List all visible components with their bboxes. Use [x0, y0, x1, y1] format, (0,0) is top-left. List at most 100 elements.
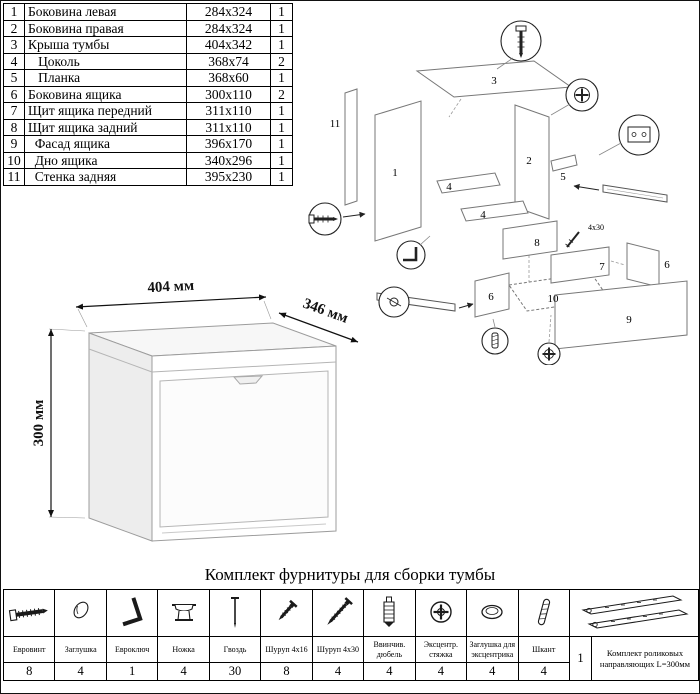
part-number: 10 — [3, 151, 25, 169]
part-label: 5 — [560, 171, 566, 183]
nightstand-overview-drawing: 404 мм 346 мм 300 мм — [31, 278, 359, 542]
part-number: 5 — [3, 69, 25, 87]
part-name: Крыша тумбы — [24, 36, 187, 54]
plank — [550, 154, 578, 172]
hardware-item-qty: 1 — [570, 637, 592, 680]
hardware-kit-table: Евровинт 8 Заглушка 4 Евроключ — [3, 589, 699, 681]
hardware-item-qty: 8 — [26, 664, 33, 678]
hardware-item-qty: 4 — [489, 664, 496, 678]
hardware-item: Шуруп 4х30 4 — [312, 590, 365, 680]
dowel-detail — [481, 318, 509, 355]
part-size: 404х342 — [186, 36, 271, 54]
screw-in-dowel-icon — [364, 590, 415, 637]
screw-size-note: 4х30 — [588, 223, 604, 232]
foot-icon — [158, 590, 209, 637]
width-dimension-arrow — [75, 294, 267, 310]
part-size: 395х230 — [186, 168, 271, 186]
plinth-a — [436, 172, 501, 194]
screw-annotation — [565, 231, 580, 248]
part-size: 300х110 — [186, 85, 271, 103]
part-qty: 1 — [270, 69, 293, 87]
part-label: 9 — [626, 314, 632, 326]
hardware-item-name: Эксцентр. стяжка — [415, 637, 467, 663]
part-label: 8 — [534, 237, 540, 249]
screw-4x30-icon — [312, 590, 364, 637]
hardware-item-qty: 4 — [77, 664, 84, 678]
hardware-item-qty: 1 — [129, 664, 136, 678]
hardware-item-name: Евровинт — [4, 637, 55, 663]
right-side-panel — [514, 104, 550, 220]
cam-detail — [550, 78, 599, 116]
hardware-item: Ввинчив. дюбель 4 — [364, 590, 416, 680]
part-label: 4 — [480, 209, 486, 221]
part-number: 7 — [3, 102, 25, 120]
hardware-item-qty: 4 — [437, 664, 444, 678]
hardware-item: Заглушка для эксцентрика 4 — [467, 590, 519, 680]
drawer-panels — [474, 220, 688, 350]
hardware-item: Эксцентр. стяжка 4 — [415, 590, 468, 680]
hardware-item-qty: 4 — [180, 664, 187, 678]
hardware-item-name: Шуруп 4х30 — [312, 637, 364, 663]
mounting-plate-detail — [598, 114, 660, 156]
part-name: Боковина ящика — [24, 85, 187, 103]
drawer-side-right-panel — [626, 242, 660, 288]
roller-guides-icon — [569, 590, 698, 637]
part-name: Планка — [24, 69, 187, 87]
drawer-front — [159, 370, 329, 528]
hardware-item: Шуруп 4х16 8 — [261, 590, 313, 680]
drawer-back-panel — [502, 220, 558, 260]
part-qty: 2 — [270, 85, 293, 103]
part-qty: 1 — [270, 3, 293, 21]
part-qty: 1 — [270, 19, 293, 37]
hardware-item-name: Ножка — [158, 637, 209, 663]
depth-dimension-label: 346 мм — [301, 296, 350, 327]
screw-detail — [308, 202, 366, 236]
part-label: 6 — [664, 259, 670, 271]
hardware-kit-title: Комплект фурнитуры для сборки тумбы — [204, 565, 496, 584]
part-label: 1 — [392, 167, 398, 179]
drawer-side-left-panel — [474, 272, 510, 318]
hex-key-detail — [396, 235, 431, 270]
nail-icon — [209, 590, 261, 637]
rail-detail — [573, 183, 668, 203]
part-size: 284х324 — [186, 19, 271, 37]
plinth-line — [161, 523, 327, 534]
part-label: 6 — [488, 291, 494, 303]
carcass-panels — [344, 60, 578, 242]
wood-dowel-icon — [518, 590, 569, 637]
hardware-item-name: Комплект роликовых направляющих L=300мм — [599, 648, 691, 669]
hardware-item-qty: 8 — [283, 664, 290, 678]
confirmat-detail — [496, 20, 542, 70]
part-label: 4 — [446, 181, 452, 193]
detail-callouts — [308, 20, 668, 365]
top-slab-line-side — [88, 348, 153, 373]
screw-4x16-icon — [261, 590, 312, 637]
hardware-item-name: Заглушка — [55, 637, 106, 663]
cam-cap-icon — [467, 590, 518, 637]
hardware-item-name: Шкант — [518, 637, 569, 663]
part-name: Фасад ящика — [24, 135, 187, 153]
assembly-guides — [448, 98, 626, 343]
part-qty: 1 — [270, 135, 293, 153]
part-label: 2 — [526, 155, 532, 167]
part-number: 8 — [3, 118, 25, 136]
hardware-item-name: Ввинчив. дюбель — [364, 637, 415, 663]
part-name: Боковина левая — [24, 3, 187, 21]
drawer-front-panel — [550, 246, 610, 284]
hardware-item: 1 Комплект роликовых направляющих L=300м… — [569, 590, 698, 680]
width-dimension-label: 404 мм — [147, 278, 194, 296]
part-name: Боковина правая — [24, 19, 187, 37]
hardware-item: Евроключ 1 — [106, 590, 159, 680]
height-dimension-label: 300 мм — [31, 400, 47, 447]
drawer-facade-panel — [554, 280, 688, 350]
